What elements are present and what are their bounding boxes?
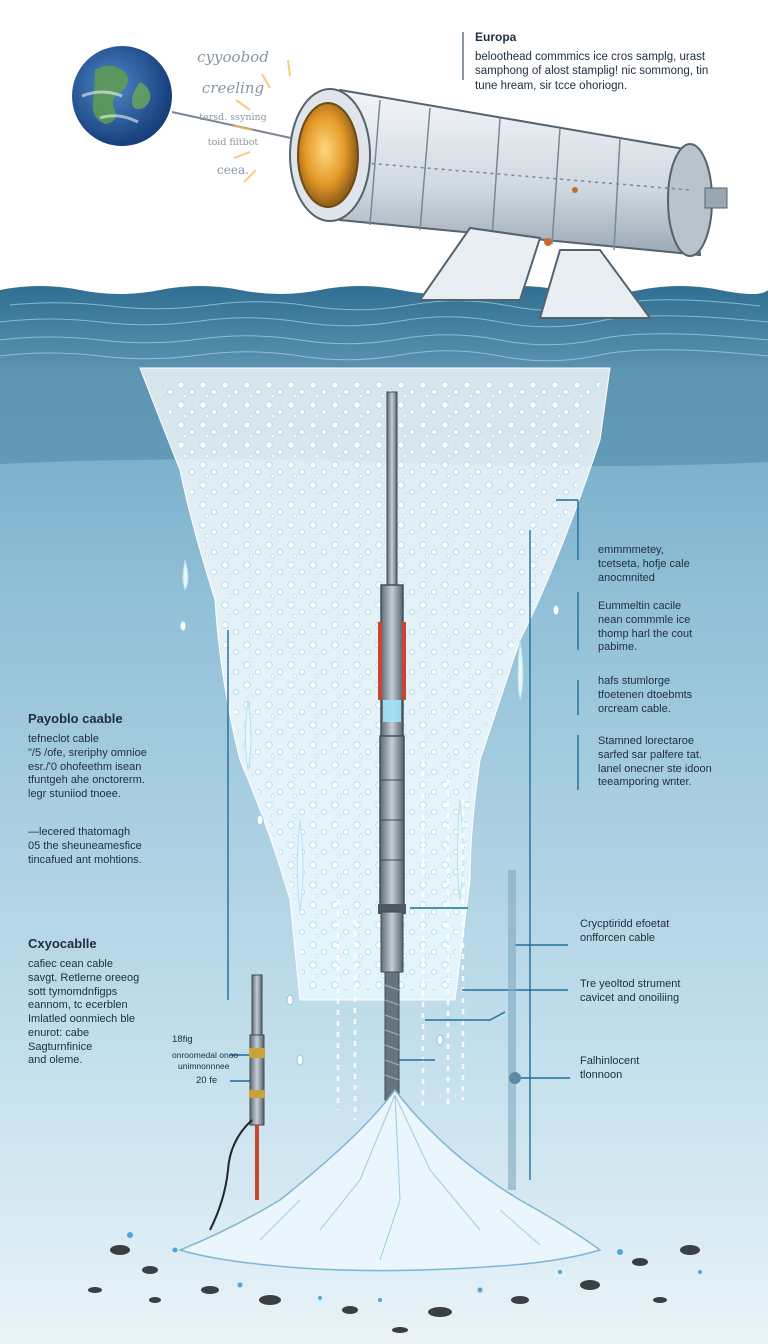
left-block-3-title: Cxyocablle bbox=[28, 936, 97, 951]
probe-label-bottom: 20 fe bbox=[196, 1075, 218, 1086]
melt-drips bbox=[182, 559, 524, 911]
falling-streams bbox=[336, 760, 465, 1120]
mound-ridges bbox=[259, 1094, 541, 1261]
probe-icon bbox=[378, 391, 406, 1101]
left-block-3-text: cafiec cean cable savgt. Retlerne oreeog… bbox=[28, 958, 140, 1067]
spacecraft-icon bbox=[233, 59, 728, 319]
left-block-1-text: tefneclot cable "/5 /ofe, sreriphy omnio… bbox=[28, 733, 147, 800]
right-callout-2: Eummeltin cacile nean commmle ice thomp … bbox=[598, 600, 693, 654]
seabed-pebbles bbox=[88, 1245, 700, 1333]
top-right-divider bbox=[462, 32, 464, 80]
right-callout-3: hafs stumlorge tfoetenen dtoebmts orcrea… bbox=[598, 675, 693, 715]
leader-lines bbox=[227, 499, 579, 1180]
left-block-1-title: Payoblo caable bbox=[28, 711, 123, 726]
water-droplets bbox=[179, 604, 560, 1066]
caption-line-4: toid filtbot bbox=[207, 137, 259, 149]
caption-line-2: creeling bbox=[201, 79, 265, 98]
right-callout-1: emmmmetey, tcetseta, hofje cale anocmnit… bbox=[598, 544, 690, 584]
ice-sample-mound bbox=[177, 1088, 602, 1272]
europa-description: beloothead commmics ice cros samplg, ura… bbox=[475, 51, 709, 92]
probe-label-mid1: onroomedal onoo bbox=[172, 1050, 239, 1060]
sensor-node bbox=[509, 1072, 521, 1084]
probe-label-top: 18fig bbox=[172, 1034, 193, 1045]
right-callout-4: Stamned lorectaroe sarfed sar palfere ta… bbox=[598, 735, 712, 789]
caption-line-1: cyyoobod bbox=[197, 47, 269, 66]
seabed-water-beads bbox=[127, 1232, 702, 1302]
europa-title: Europa bbox=[475, 30, 517, 44]
caption-line-5: ceea. bbox=[217, 163, 249, 178]
top-left-caption: cyyoobod creeling tersd. ssyning toid fi… bbox=[178, 34, 288, 193]
planet-icon bbox=[72, 46, 172, 146]
right-callout-5: Crycptiridd efoetat onfforcen cable bbox=[580, 918, 670, 944]
right-callout-7: Falhinlocent tlonnoon bbox=[580, 1055, 640, 1081]
probe-label-mid2: unimnonnnee bbox=[178, 1061, 230, 1071]
sample-core-icon bbox=[209, 974, 265, 1231]
caption-line-3: tersd. ssyning bbox=[199, 111, 267, 123]
right-callout-6: Tre yeoltod strument cavicet and onoilii… bbox=[580, 978, 681, 1004]
left-block-2-text: —lecered thatomagh 05 the sheuneamesfice… bbox=[28, 826, 142, 866]
sensor-rod bbox=[508, 870, 516, 1190]
